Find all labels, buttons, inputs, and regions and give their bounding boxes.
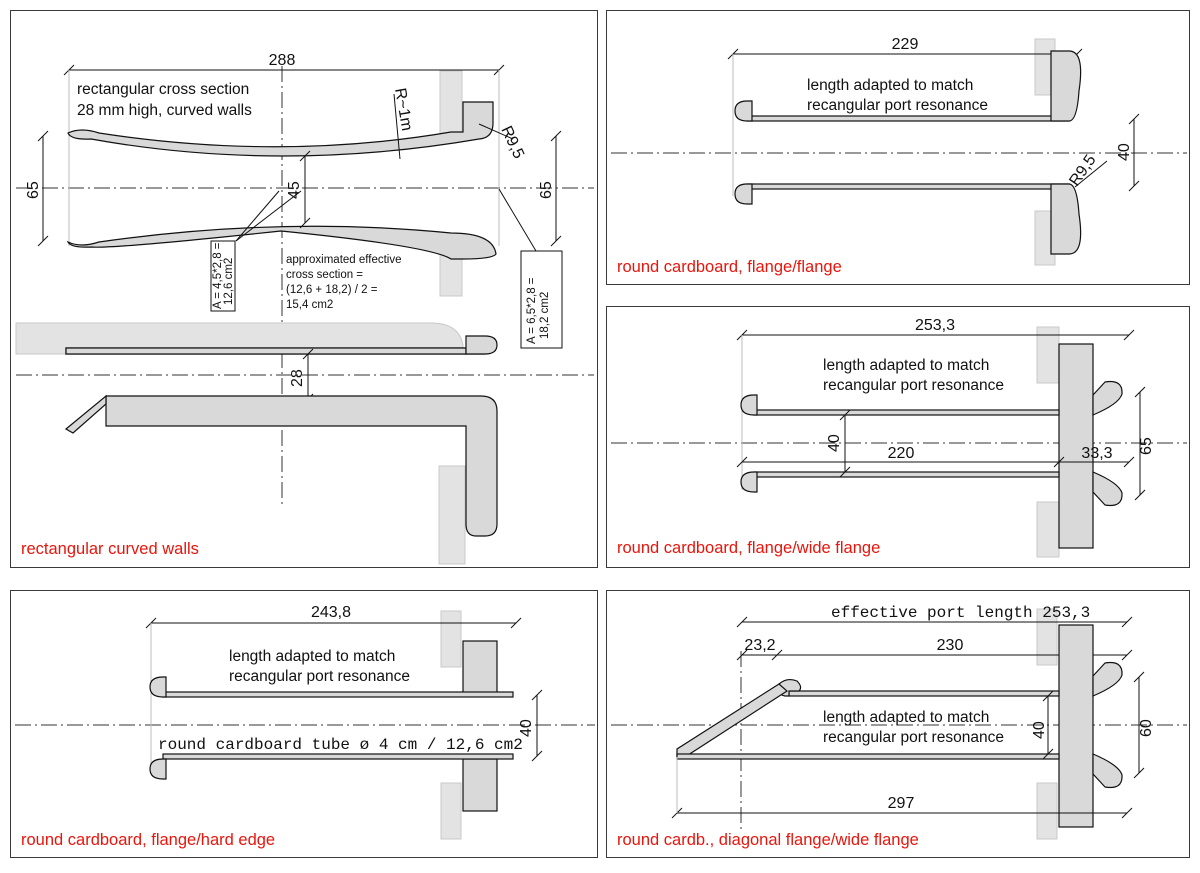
area-left-line-1: A = 4,5*2,8 = [212,242,224,309]
lower-tube-wall [753,471,1060,478]
ghost-baffle-bottom [1036,782,1058,840]
lower-wide-flange [1092,753,1123,789]
upper-left-flange [740,394,758,416]
baffle [1058,343,1094,549]
upper-right-flange [1050,50,1082,122]
dim-diameter: 40 [1116,143,1133,161]
dim-radius-small: R9,5 [497,124,527,162]
baffle [1058,624,1094,828]
area-right-line-2: 18,2 cm2 [539,292,551,339]
diagonal-flange [676,683,788,758]
dim-inner: 220 [888,445,915,462]
lower-right-flange [1050,183,1082,255]
ghost-baffle-top [439,70,463,142]
dim-length: 243,8 [311,604,351,621]
dim-inner: 230 [937,637,964,654]
dim-outer: 65 [1138,437,1155,455]
dim-flat-gap: 28 [289,369,306,387]
upper-left-flange [734,100,753,122]
flat-wall-flange [465,335,498,355]
caption: round cardboard, flange/wide flange [617,539,881,557]
dim-diameter: 40 [1031,721,1048,739]
upper-tube-wall [753,409,1060,416]
note-line-1: length adapted to match [807,77,973,94]
flange-wide-drawing: 253,3 length adapted to match recangular… [611,317,1187,558]
rectangular-port-drawing: 288 rectangular cross section 28 mm high… [15,52,594,565]
lower-left-flange [740,471,758,493]
dim-height-left: 65 [25,181,42,199]
upper-curved-wall [67,101,494,157]
upper-wide-flange [1092,380,1123,416]
lower-left-flange [734,183,753,205]
caption: round cardboard, flange/hard edge [21,831,276,849]
lower-tube-wall [676,753,1060,760]
dim-total: 297 [888,795,915,812]
upper-tube-wall [788,690,1060,697]
panel-rectangular-curved-walls: 288 rectangular cross section 28 mm high… [10,10,598,568]
baffle-bottom [462,758,498,812]
dim-center-gap: 45 [286,181,303,199]
dim-effective: effective port length 253,3 [831,604,1090,622]
dim-offset: 23,2 [744,637,775,654]
note-line-2: recangular port resonance [823,729,1004,746]
note-line-2: recangular port resonance [229,668,410,685]
dim-length: 253,3 [915,317,955,334]
panel-diagonal-flange: effective port length 253,3 23,2 230 len… [606,590,1190,858]
effective-line-4: 15,4 cm2 [286,299,333,311]
upper-tube-wall [746,115,1070,122]
diagonal-flange-drawing: effective port length 253,3 23,2 230 len… [611,604,1187,840]
ghost-baffle-bottom [440,782,462,840]
effective-line-3: (12,6 + 18,2) / 2 = [286,284,378,296]
note-line-1: length adapted to match [823,357,989,374]
ghost-baffle-bottom [438,465,466,565]
ghost-baffle-bottom [1036,501,1060,558]
area-left-line-2: 12,6 cm2 [223,258,235,305]
lower-tube-wall [162,753,514,760]
area-box-right [520,250,563,349]
area-box-left [210,240,236,312]
area-right-line-1: A = 6,5*2,8 = [526,277,538,344]
lower-l-wall [105,395,498,537]
note-line-1: length adapted to match [823,709,989,726]
caption: round cardb., diagonal flange/wide flang… [617,831,919,849]
title-line-1: rectangular cross section [77,81,249,98]
lower-tube-wall [746,183,1070,190]
note-line-2: recangular port resonance [823,377,1004,394]
ghost-baffle-top [440,610,462,668]
upper-wide-flange [1092,661,1123,697]
note-line-2: recangular port resonance [807,97,988,114]
dim-height-right: 65 [538,181,555,199]
ghost-baffle-top [1036,608,1058,666]
dim-diameter: 40 [518,719,535,737]
dim-288: 288 [269,52,296,69]
flat-wall-strip [65,347,467,355]
dim-diameter: 40 [826,434,843,452]
dim-flare: 33,3 [1081,445,1112,462]
effective-line-1: approximated effective [286,254,402,266]
caption: round cardboard, flange/flange [617,258,842,276]
flange-flange-drawing: 229 length adapted to match recangular p… [611,36,1187,266]
tube-label: round cardboard tube ø 4 cm / 12,6 cm2 [158,736,523,754]
panel-flange-flange: 229 length adapted to match recangular p… [606,10,1190,285]
upper-tube-wall [162,691,514,698]
dim-length: 229 [892,36,919,53]
effective-line-2: cross section = [286,269,363,281]
title-line-2: 28 mm high, curved walls [77,102,252,119]
lower-curved-wall [66,225,497,260]
hard-edge-drawing: 243,8 length adapted to match recangular… [15,604,595,840]
panel-flange-hard-edge: 243,8 length adapted to match recangular… [10,590,598,858]
caption: rectangular curved walls [21,540,199,558]
dim-outer: 60 [1138,719,1155,737]
panel-flange-wide-flange: 253,3 length adapted to match recangular… [606,306,1190,568]
lower-left-flange [149,758,167,780]
dim-radius-large: R~1m [391,87,415,132]
baffle-top [462,640,498,694]
lower-diagonal-lip [64,394,107,434]
note-line-1: length adapted to match [229,648,395,665]
upper-left-flange [149,676,167,698]
lower-wide-flange [1092,471,1123,507]
